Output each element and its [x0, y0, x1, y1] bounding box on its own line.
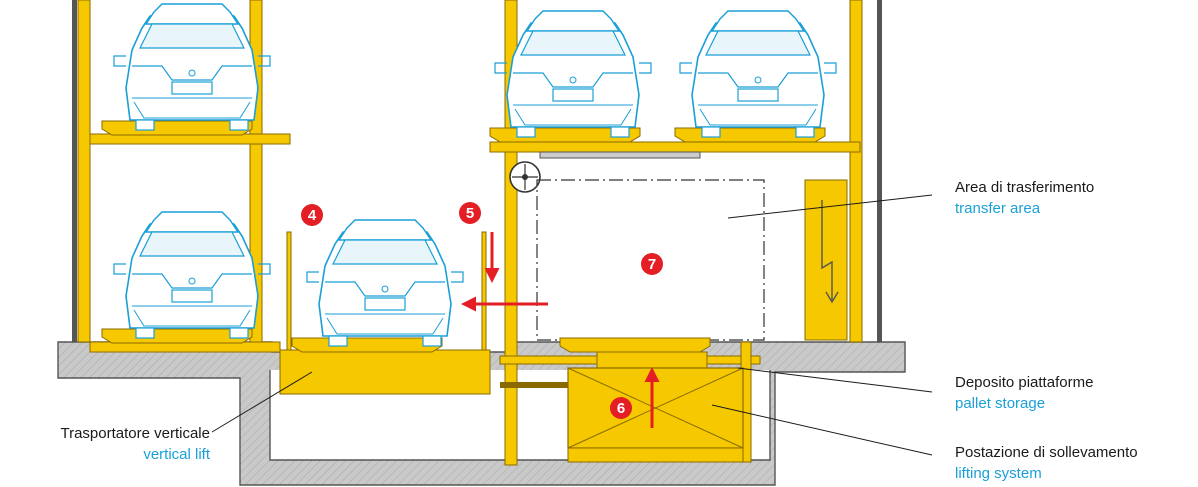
- car-right-upper-1: [494, 10, 652, 138]
- svg-text:7: 7: [648, 256, 656, 273]
- car-left-lower: [113, 211, 271, 339]
- leader-pallet-storage: [737, 367, 933, 393]
- car-on-lift: [306, 219, 464, 347]
- leader-transfer-area: [727, 194, 933, 219]
- marker-6: 6: [610, 397, 632, 419]
- svg-text:6: 6: [617, 400, 625, 417]
- marker-5: 5: [459, 202, 481, 224]
- svg-text:5: 5: [466, 205, 474, 222]
- car-left-upper: [113, 3, 271, 131]
- label-vertical-lift: Trasportatore verticale vertical lift: [60, 425, 210, 463]
- svg-text:Trasportatore verticale: Trasportatore verticale: [60, 425, 210, 442]
- svg-text:Area di trasferimento: Area di trasferimento: [955, 179, 1094, 196]
- pulley-icon: [509, 161, 541, 193]
- svg-text:pallet storage: pallet storage: [955, 395, 1045, 412]
- svg-text:lifting system: lifting system: [955, 465, 1042, 482]
- svg-text:transfer area: transfer area: [955, 200, 1041, 217]
- svg-text:4: 4: [308, 207, 317, 224]
- label-lifting-system: Postazione di sollevamento lifting syste…: [955, 444, 1138, 482]
- left-rack: [72, 0, 291, 353]
- marker-7: 7: [641, 253, 663, 275]
- svg-text:vertical lift: vertical lift: [143, 446, 211, 463]
- leader-vertical-lift: [211, 371, 313, 433]
- svg-text:Postazione di sollevamento: Postazione di sollevamento: [955, 444, 1138, 461]
- leader-lifting-system: [711, 404, 933, 456]
- car-right-upper-2: [679, 10, 837, 138]
- svg-text:Deposito piattaforme: Deposito piattaforme: [955, 374, 1093, 391]
- marker-4: 4: [301, 204, 323, 226]
- vertical-lift-platform: [279, 231, 491, 395]
- label-pallet-storage: Deposito piattaforme pallet storage: [955, 374, 1093, 412]
- label-transfer-area: Area di trasferimento transfer area: [955, 179, 1094, 217]
- transfer-area-outline: [536, 179, 765, 341]
